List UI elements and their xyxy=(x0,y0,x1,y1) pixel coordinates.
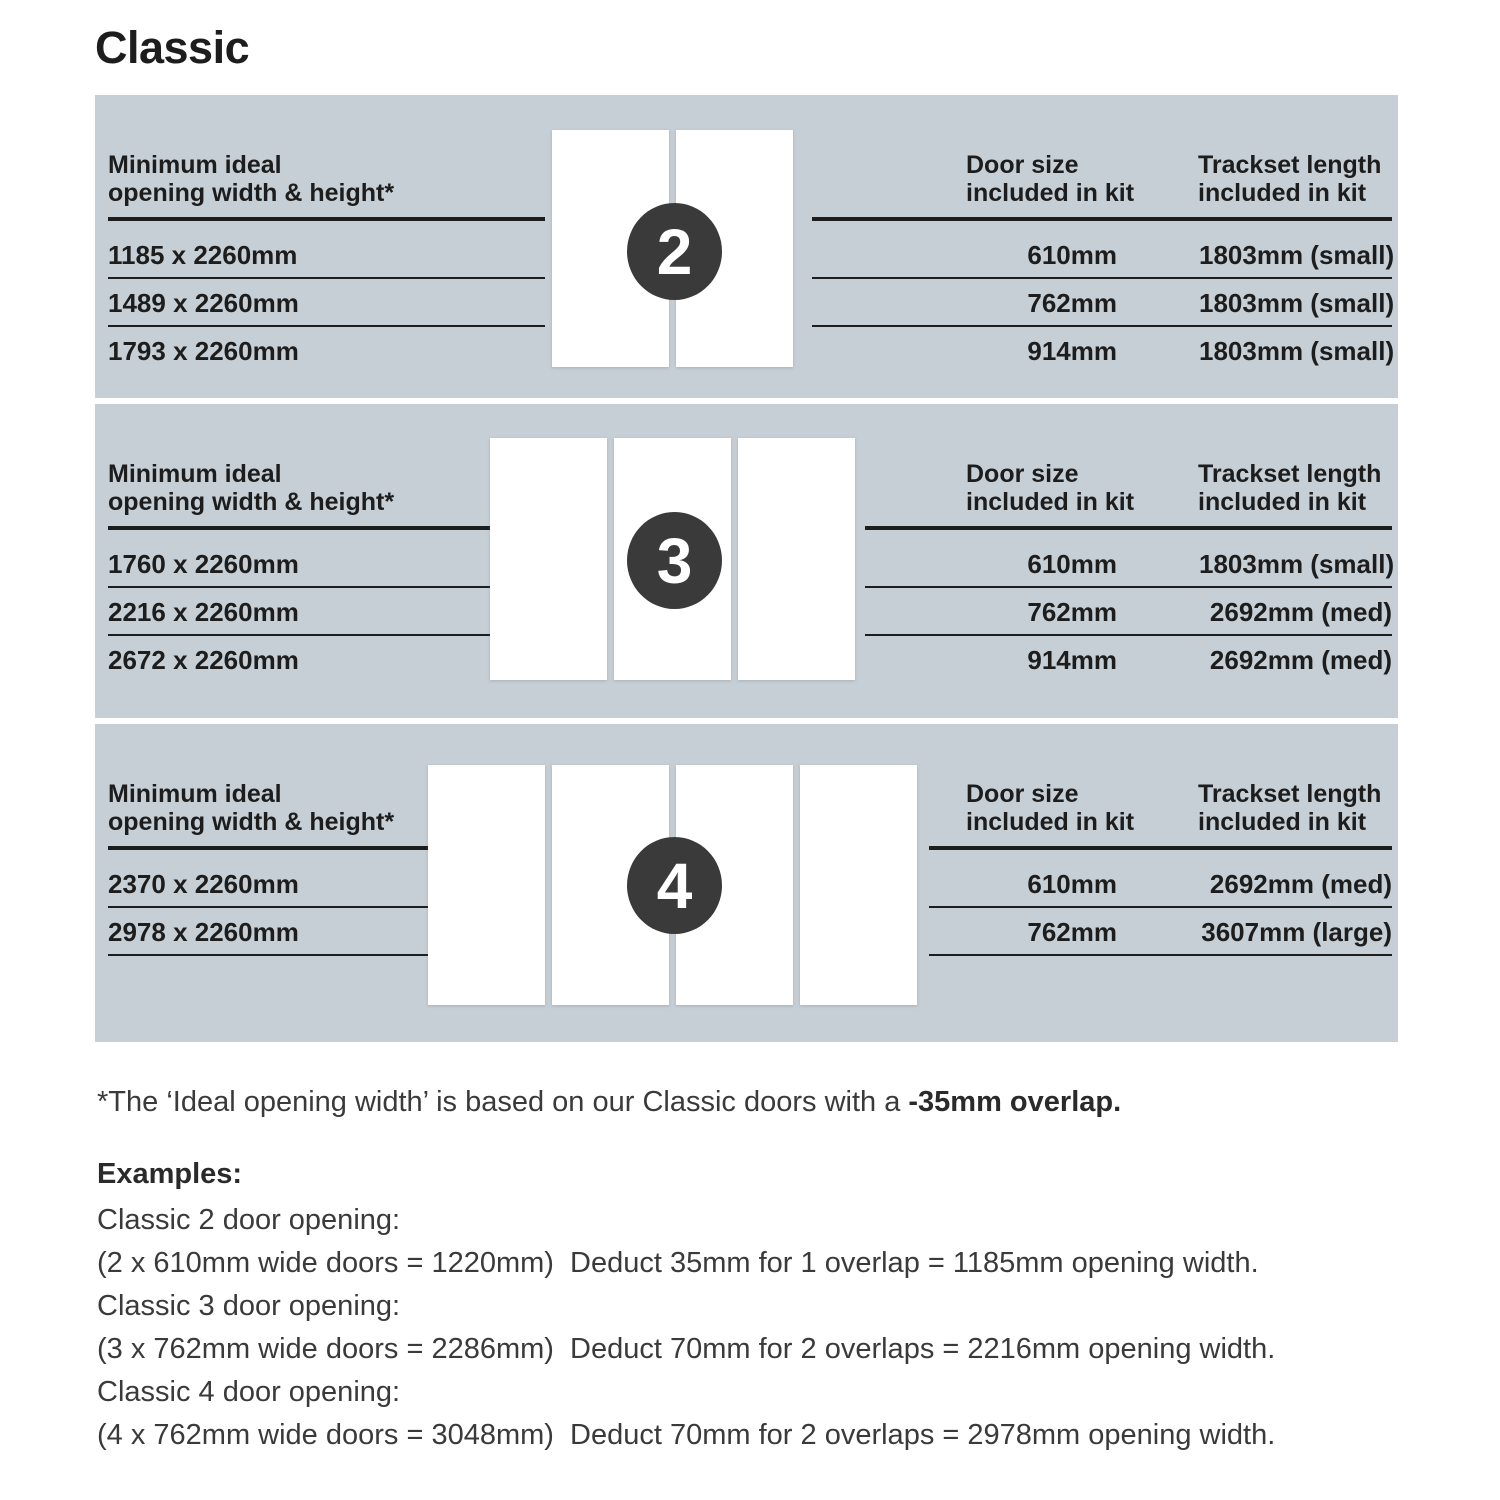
example-line: (4 x 762mm wide doors = 3048mm) Deduct 7… xyxy=(97,1419,1276,1451)
footnote: *The ‘Ideal opening width’ is based on o… xyxy=(97,1086,1121,1119)
kit-contents-table: 610mm 1803mm (small) 762mm 1803mm (small… xyxy=(812,217,1395,375)
door-size-value: 914mm xyxy=(1027,336,1117,366)
door-size-value: 610mm xyxy=(1027,549,1117,579)
door-size-value: 914mm xyxy=(1027,645,1117,675)
opening-column-header-line1: Minimum ideal xyxy=(108,460,282,488)
door-size-value: 762mm xyxy=(1027,288,1117,318)
opening-size-value: 1489 x 2260mm xyxy=(108,279,545,327)
door-count-badge: 2 xyxy=(627,203,722,300)
door-size-header-line2: included in kit xyxy=(966,488,1135,516)
example-line: Classic 3 door opening: xyxy=(97,1290,401,1322)
trackset-header-line2: included in kit xyxy=(1198,488,1367,516)
table-row: 610mm 1803mm (small) xyxy=(865,530,1395,588)
table-row: 762mm 1803mm (small) xyxy=(812,279,1395,327)
trackset-length-value: 1803mm (small) xyxy=(1199,288,1395,318)
kit-contents-table: 610mm 2692mm (med) 762mm 3607mm (large) xyxy=(929,846,1392,956)
trackset-length-value: 1803mm (small) xyxy=(1199,336,1395,366)
trackset-length-value: 3607mm (large) xyxy=(1201,917,1392,947)
opening-size-value: 1793 x 2260mm xyxy=(108,336,299,366)
header-rule xyxy=(929,846,1392,850)
opening-size-table: Minimum ideal opening width & height* 23… xyxy=(108,780,545,956)
opening-column-header-line2: opening width & height* xyxy=(108,808,395,836)
spec-section-2-door: Minimum ideal opening width & height* 11… xyxy=(95,95,1398,398)
header-rule xyxy=(865,526,1392,530)
door-panel xyxy=(428,765,545,1005)
header-rule xyxy=(812,217,1392,221)
trackset-column-header: Trackset length included in kit xyxy=(1198,460,1381,516)
door-panel xyxy=(800,765,917,1005)
footnote-text: *The ‘Ideal opening width’ is based on o… xyxy=(97,1086,909,1118)
opening-size-value: 2216 x 2260mm xyxy=(108,588,545,636)
kit-contents-table: 610mm 1803mm (small) 762mm 2692mm (med) … xyxy=(865,526,1395,684)
trackset-column-header: Trackset length included in kit xyxy=(1198,151,1381,207)
door-illustration-4 xyxy=(428,765,917,1005)
door-size-value: 762mm xyxy=(1027,597,1117,627)
examples-heading: Examples: xyxy=(97,1158,243,1190)
table-row: 762mm 3607mm (large) xyxy=(929,908,1392,956)
table-row: 914mm 2692mm (med) xyxy=(865,636,1392,684)
opening-size-table: Minimum ideal opening width & height* 17… xyxy=(108,460,545,684)
trackset-header-line1: Trackset length xyxy=(1198,780,1382,808)
door-size-header-line2: included in kit xyxy=(966,179,1135,207)
header-rule xyxy=(108,846,545,850)
opening-size-value: 2978 x 2260mm xyxy=(108,908,545,956)
trackset-column-header: Trackset length included in kit xyxy=(1198,780,1381,836)
trackset-header-line2: included in kit xyxy=(1198,179,1367,207)
door-size-column-header: Door size included in kit xyxy=(966,151,1134,207)
table-row: 610mm 2692mm (med) xyxy=(929,850,1392,908)
door-size-value: 610mm xyxy=(1027,240,1117,270)
door-illustration-2 xyxy=(552,130,793,367)
examples-list: Classic 2 door opening: (2 x 610mm wide … xyxy=(97,1199,1275,1457)
door-count-badge: 3 xyxy=(627,512,722,609)
opening-size-value: 1760 x 2260mm xyxy=(108,530,545,588)
door-size-value: 610mm xyxy=(1027,869,1117,899)
table-row: 610mm 1803mm (small) xyxy=(812,221,1395,279)
example-line: Classic 2 door opening: xyxy=(97,1204,401,1236)
trackset-length-value: 1803mm (small) xyxy=(1199,549,1395,579)
trackset-header-line1: Trackset length xyxy=(1198,151,1382,179)
example-line: (3 x 762mm wide doors = 2286mm) Deduct 7… xyxy=(97,1333,1276,1365)
trackset-length-value: 1803mm (small) xyxy=(1199,240,1395,270)
footnote-bold-text: -35mm overlap. xyxy=(908,1086,1122,1118)
trackset-length-value: 2692mm (med) xyxy=(1209,869,1392,899)
spec-section-3-door: Minimum ideal opening width & height* 17… xyxy=(95,404,1398,718)
door-size-header-line1: Door size xyxy=(966,460,1079,488)
door-panel xyxy=(490,438,607,680)
example-line: Classic 4 door opening: xyxy=(97,1376,401,1408)
door-panel xyxy=(738,438,855,680)
trackset-length-value: 2692mm (med) xyxy=(1209,645,1392,675)
opening-size-value: 2672 x 2260mm xyxy=(108,645,299,675)
trackset-length-value: 2692mm (med) xyxy=(1209,597,1392,627)
opening-size-value: 1185 x 2260mm xyxy=(108,221,545,279)
trackset-header-line1: Trackset length xyxy=(1198,460,1382,488)
door-size-header-line2: included in kit xyxy=(966,808,1135,836)
door-size-header-line1: Door size xyxy=(966,151,1079,179)
table-row: 762mm 2692mm (med) xyxy=(865,588,1392,636)
door-size-value: 762mm xyxy=(1027,917,1117,947)
example-line: (2 x 610mm wide doors = 1220mm) Deduct 3… xyxy=(97,1247,1259,1279)
page-title: Classic xyxy=(95,22,250,73)
door-size-header-line1: Door size xyxy=(966,780,1079,808)
opening-column-header-line1: Minimum ideal xyxy=(108,780,282,808)
door-count-badge: 4 xyxy=(627,837,722,934)
door-size-column-header: Door size included in kit xyxy=(966,780,1134,836)
opening-column-header-line2: opening width & height* xyxy=(108,488,395,516)
opening-column-header-line1: Minimum ideal xyxy=(108,151,282,179)
header-rule xyxy=(108,217,545,221)
opening-column-header-line2: opening width & height* xyxy=(108,179,395,207)
door-size-column-header: Door size included in kit xyxy=(966,460,1134,516)
opening-size-table: Minimum ideal opening width & height* 11… xyxy=(108,151,545,375)
spec-section-4-door: Minimum ideal opening width & height* 23… xyxy=(95,724,1398,1042)
header-rule xyxy=(108,526,545,530)
trackset-header-line2: included in kit xyxy=(1198,808,1367,836)
opening-size-value: 2370 x 2260mm xyxy=(108,850,545,908)
table-row: 914mm 1803mm (small) xyxy=(812,327,1395,375)
